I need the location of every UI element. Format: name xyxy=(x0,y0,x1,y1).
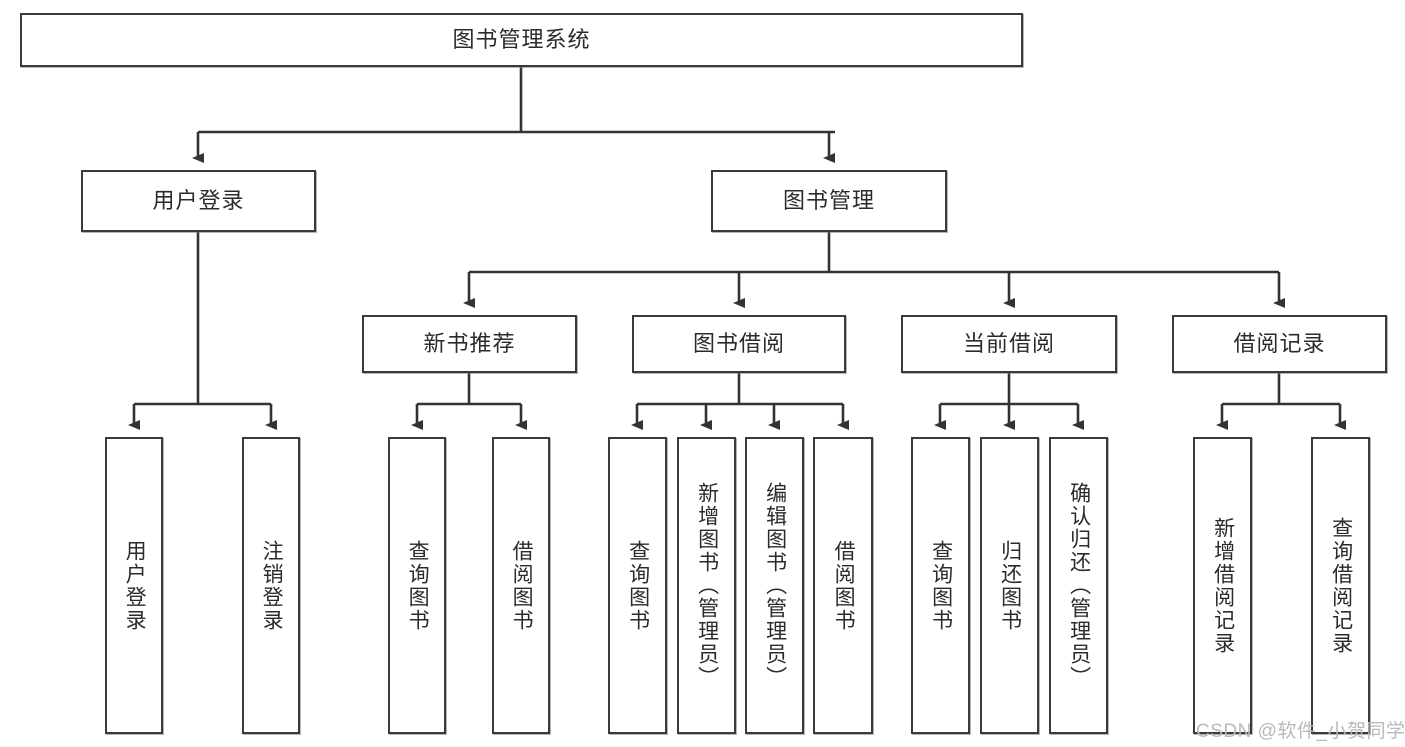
connector-userlogin-to-leaves xyxy=(128,232,277,430)
node-user-login[interactable]: 用户登录 xyxy=(81,170,316,232)
leaf-label: 查询借阅记录 xyxy=(1329,516,1353,655)
leaf-borrow-record-1[interactable]: 查询借阅记录 xyxy=(1311,437,1370,734)
leaf-book-borrow-0[interactable]: 查询图书 xyxy=(608,437,667,734)
leaf-user-login-1[interactable]: 注销登录 xyxy=(242,437,300,734)
node-borrow-record[interactable]: 借阅记录 xyxy=(1172,315,1387,373)
connector-bookborrow-to-leaves xyxy=(631,373,849,430)
connector-currentborrow-to-leaves xyxy=(934,373,1084,430)
leaf-label: 编辑图书（管理员） xyxy=(763,482,787,689)
leaf-current-borrow-1[interactable]: 归还图书 xyxy=(980,437,1039,734)
leaf-label: 归还图书 xyxy=(998,539,1022,632)
leaf-label: 新增借阅记录 xyxy=(1211,516,1235,655)
leaf-label: 借阅图书 xyxy=(510,539,534,632)
node-label: 图书管理系统 xyxy=(452,27,591,53)
connector-borrowrecord-to-leaves xyxy=(1216,373,1346,430)
leaf-label: 查询图书 xyxy=(929,539,953,632)
leaf-label: 查询图书 xyxy=(406,539,430,632)
node-label: 图书借阅 xyxy=(692,331,785,357)
leaf-label: 查询图书 xyxy=(626,539,650,632)
leaf-label: 用户登录 xyxy=(123,539,147,632)
leaf-current-borrow-2[interactable]: 确认归还（管理员） xyxy=(1049,437,1108,734)
node-root-system[interactable]: 图书管理系统 xyxy=(20,13,1023,67)
node-label: 借阅记录 xyxy=(1233,331,1326,357)
leaf-label: 确认归还（管理员） xyxy=(1067,482,1091,689)
leaf-user-login-0[interactable]: 用户登录 xyxy=(105,437,163,734)
node-label: 用户登录 xyxy=(152,188,245,214)
node-label: 新书推荐 xyxy=(423,331,516,357)
node-label: 图书管理 xyxy=(782,188,875,214)
connector-root-to-level2 xyxy=(192,67,835,163)
leaf-borrow-record-0[interactable]: 新增借阅记录 xyxy=(1193,437,1252,734)
leaf-label: 新增图书（管理员） xyxy=(695,482,719,689)
leaf-book-borrow-1[interactable]: 新增图书（管理员） xyxy=(677,437,736,734)
leaf-label: 借阅图书 xyxy=(832,539,856,632)
node-book-borrow[interactable]: 图书借阅 xyxy=(632,315,846,373)
connector-newbook-to-leaves xyxy=(411,373,527,430)
leaf-new-book-rec-0[interactable]: 查询图书 xyxy=(388,437,446,734)
leaf-book-borrow-3[interactable]: 借阅图书 xyxy=(813,437,873,734)
node-new-book-recommend[interactable]: 新书推荐 xyxy=(362,315,577,373)
node-current-borrow[interactable]: 当前借阅 xyxy=(901,315,1117,373)
leaf-current-borrow-0[interactable]: 查询图书 xyxy=(911,437,970,734)
leaf-label: 注销登录 xyxy=(260,539,284,632)
connector-bookmanage-to-level3 xyxy=(463,232,1285,308)
node-label: 当前借阅 xyxy=(962,331,1055,357)
leaf-new-book-rec-1[interactable]: 借阅图书 xyxy=(492,437,550,734)
leaf-book-borrow-2[interactable]: 编辑图书（管理员） xyxy=(745,437,804,734)
node-book-manage[interactable]: 图书管理 xyxy=(711,170,947,232)
